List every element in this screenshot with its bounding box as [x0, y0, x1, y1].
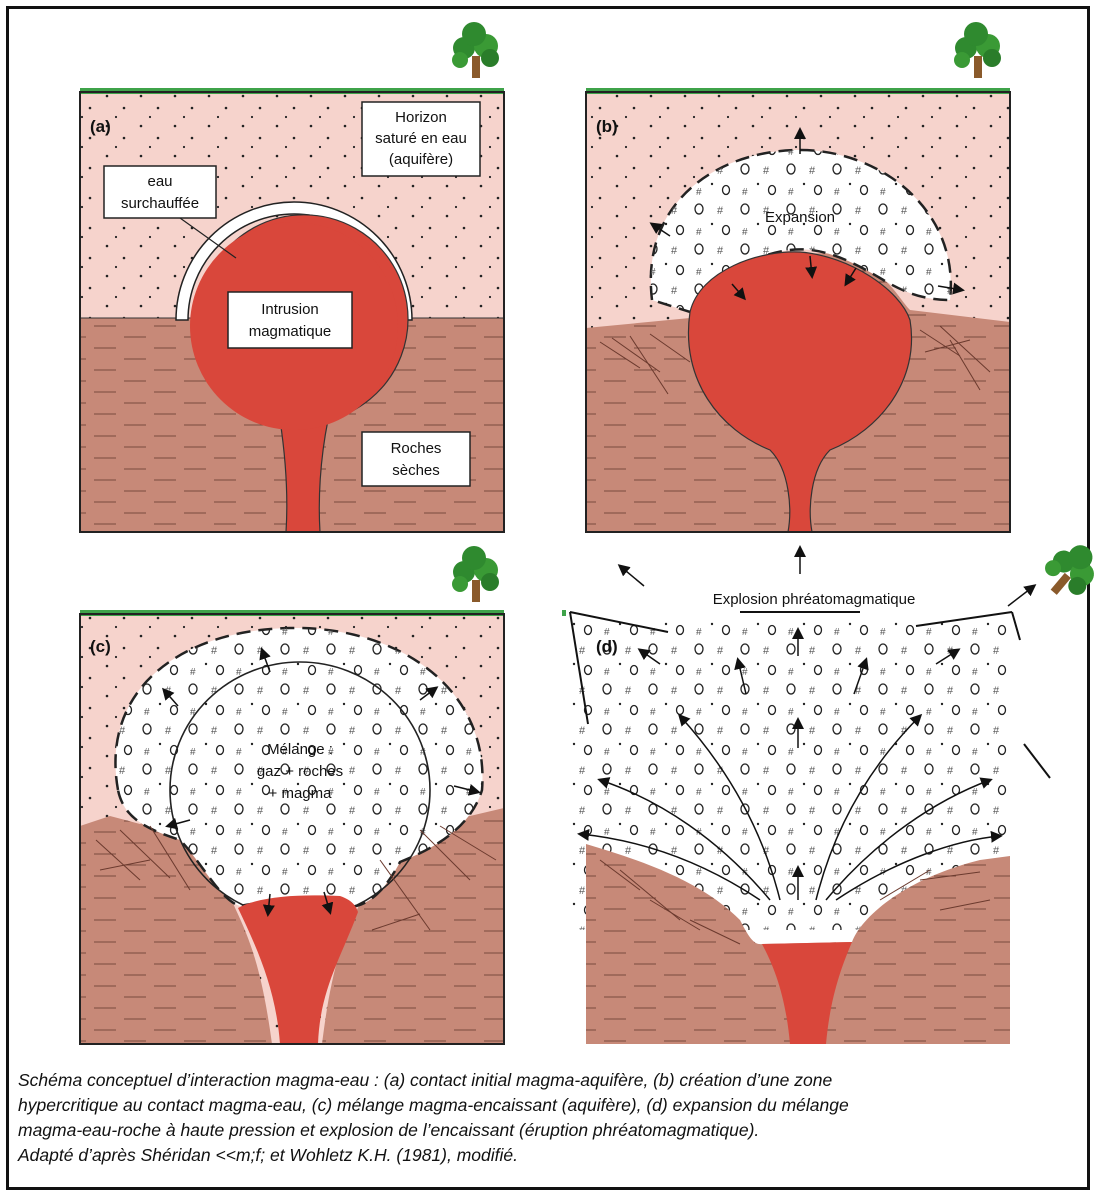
svg-text:+ magma: + magma [269, 785, 333, 802]
melange-label: Mélange : gaz + roches + magma [257, 741, 343, 802]
tree-icon [452, 22, 499, 78]
caption-line: Schéma conceptuel d’interaction magma-ea… [18, 1070, 833, 1090]
panel-a-id: (a) [90, 117, 111, 136]
svg-text:Roches: Roches [391, 440, 442, 457]
expansion-label: Expansion [765, 209, 835, 226]
figure-caption: Schéma conceptuel d’interaction magma-ea… [18, 1068, 1083, 1168]
tree-icon [1035, 533, 1100, 608]
tree-icon [954, 22, 1001, 78]
caption-line: Adapté d’après Shéridan <<m;f; et Wohlet… [18, 1145, 518, 1165]
panel-d-id: (d) [596, 637, 618, 656]
svg-text:Horizon: Horizon [395, 109, 447, 126]
intrusion-label: Intrusion magmatique [227, 291, 353, 349]
tree-icon [452, 546, 499, 602]
eau-label: eau surchauffée [103, 165, 237, 259]
caption-line: magma-eau-roche à haute pression et expl… [18, 1120, 760, 1140]
diagram: # # (a) [79, 22, 1100, 1045]
panel-d: (d) Explosion phréatomagmatique [562, 533, 1100, 1044]
panel-c: (c) Mélange : gaz + roches + magma [79, 546, 505, 1045]
svg-text:magmatique: magmatique [249, 323, 332, 340]
explosion-label: Explosion phréatomagmatique [713, 591, 916, 608]
panel-b: (b) Expansion [585, 22, 1011, 533]
roches-label: Roches sèches [361, 431, 471, 487]
panel-b-id: (b) [596, 117, 618, 136]
svg-text:gaz + roches: gaz + roches [257, 763, 343, 780]
svg-text:eau: eau [147, 173, 172, 190]
svg-text:Mélange :: Mélange : [267, 741, 333, 758]
svg-text:surchauffée: surchauffée [121, 195, 199, 212]
svg-text:sèches: sèches [392, 462, 440, 479]
caption-line: hypercritique au contact magma-eau, (c) … [18, 1095, 849, 1115]
panel-c-id: (c) [90, 637, 111, 656]
svg-text:(aquifère): (aquifère) [389, 151, 453, 168]
panel-a: (a) Horizon saturé en eau (aquifère) eau… [79, 22, 505, 533]
svg-text:saturé en eau: saturé en eau [375, 130, 467, 147]
svg-text:Intrusion: Intrusion [261, 301, 319, 318]
horizon-label: Horizon saturé en eau (aquifère) [361, 101, 481, 177]
